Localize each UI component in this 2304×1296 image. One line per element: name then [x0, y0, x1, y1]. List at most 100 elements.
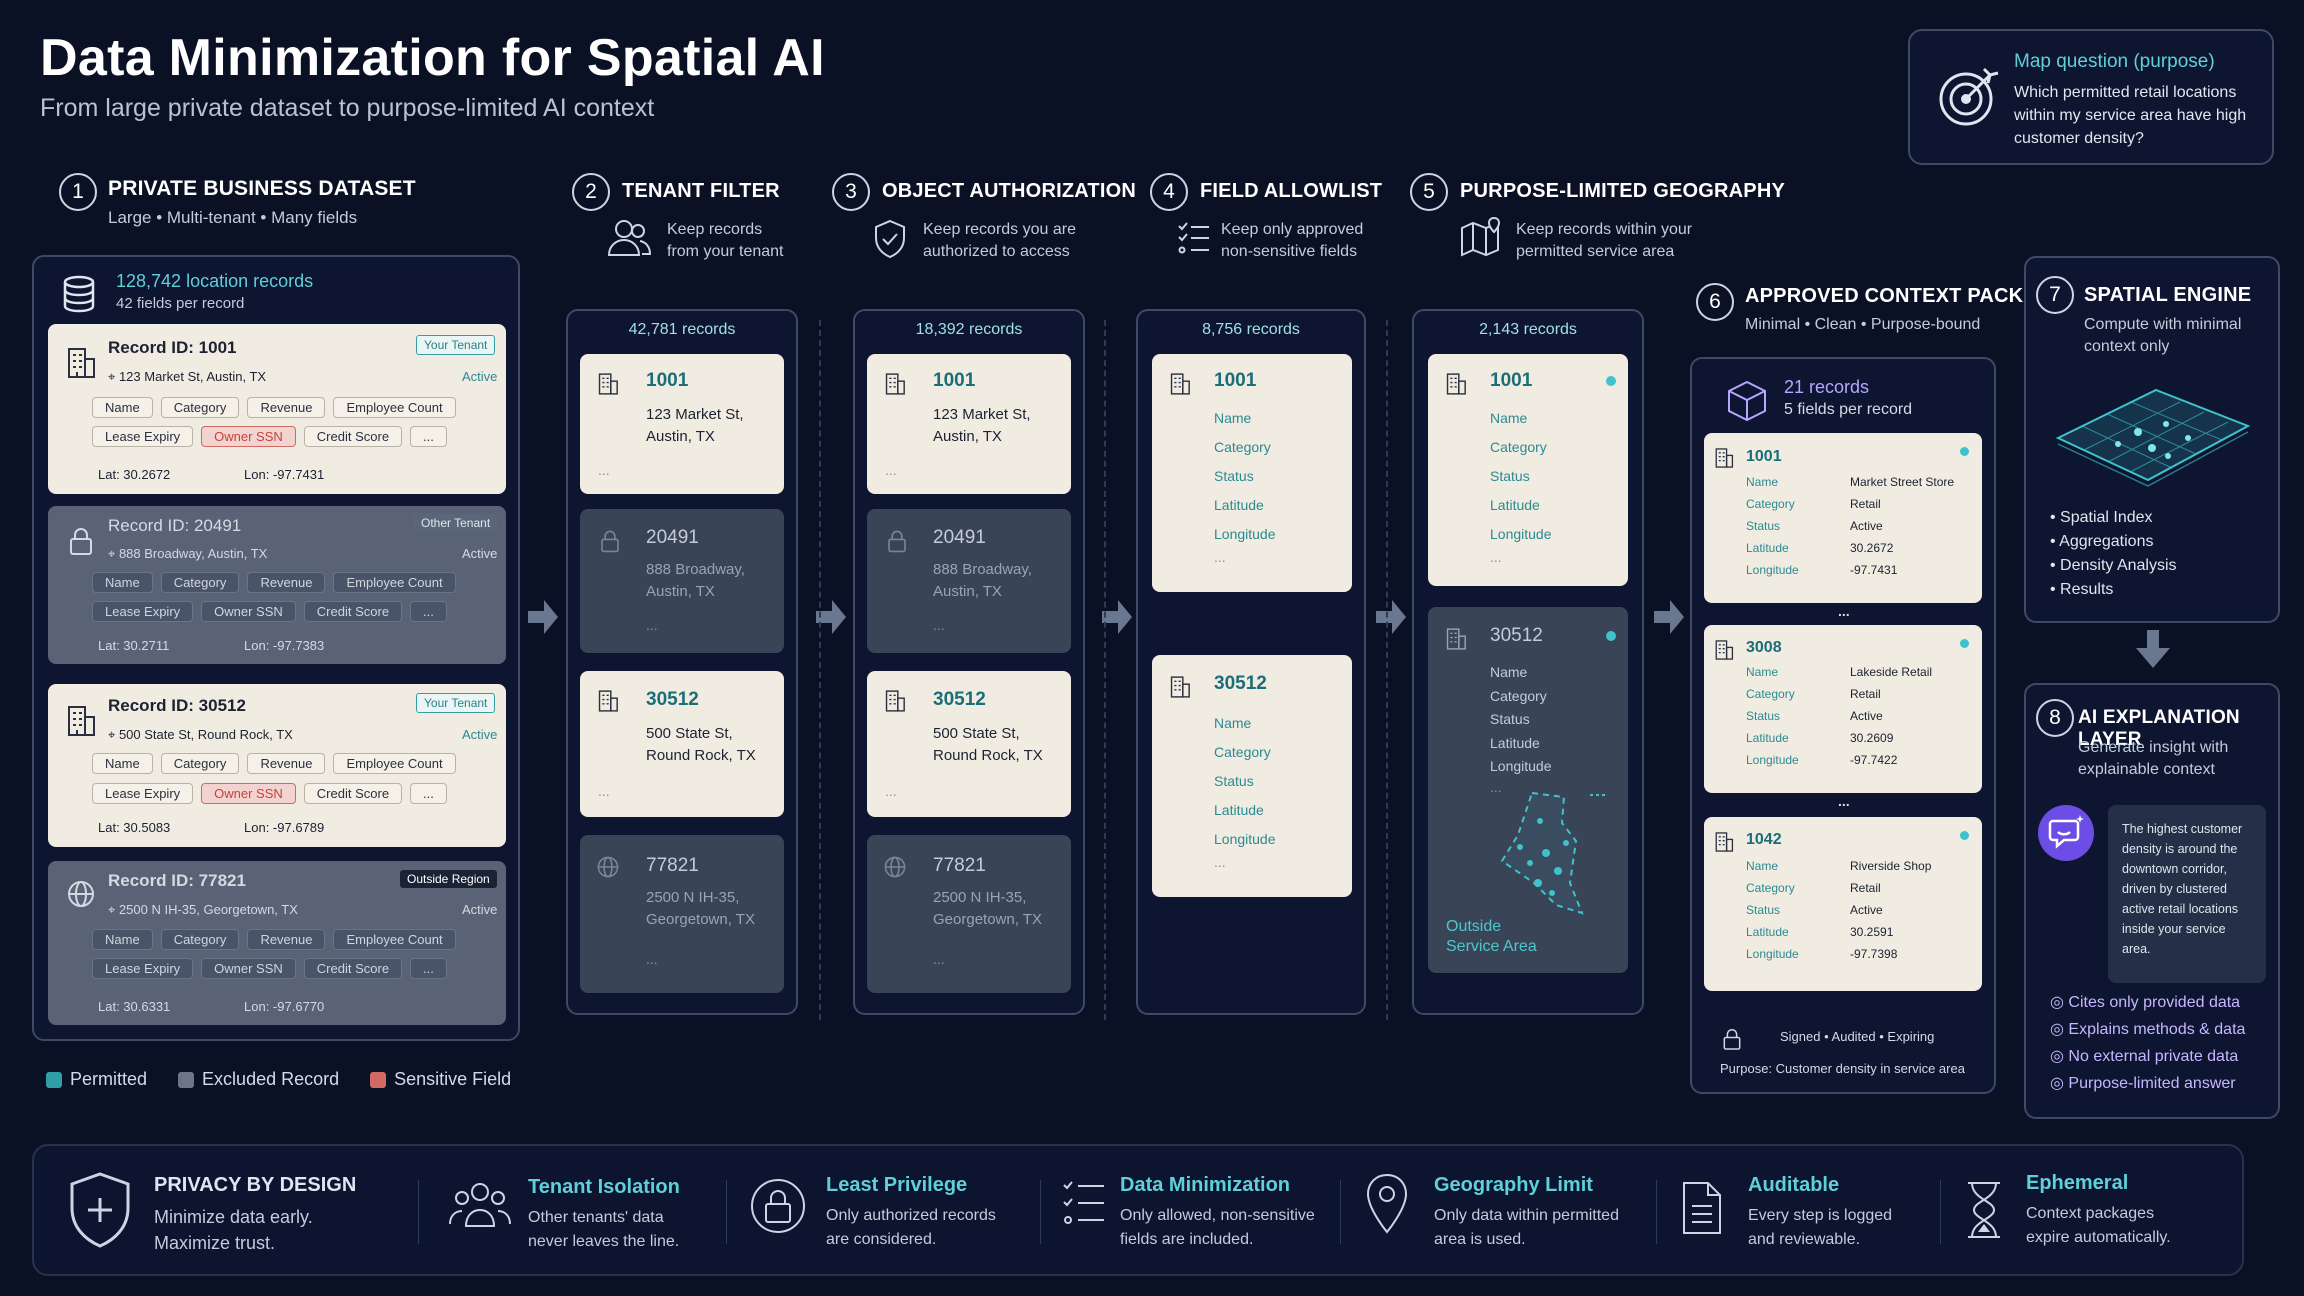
page-subtitle: From large private dataset to purpose-li…: [40, 94, 655, 122]
status-dot: [1606, 631, 1616, 641]
record-id: 1001: [1746, 448, 1782, 465]
record-address: ⌖ 888 Broadway, Austin, TX: [108, 546, 268, 561]
signed-audited-label: Signed • Audited • Expiring: [1780, 1029, 1935, 1044]
record-address: 123 Market St,Austin, TX: [933, 406, 1031, 445]
building-icon: [885, 690, 905, 712]
record-card-1001: 1001 123 Market St,Austin, TX ...: [867, 354, 1071, 494]
record-address: ⌖ 500 State St, Round Rock, TX: [108, 727, 293, 742]
record-id: 1001: [1214, 370, 1257, 391]
package-fields: 5 fields per record: [1784, 401, 1913, 418]
privacy-desc: Minimize data early.Maximize trust.: [154, 1207, 313, 1253]
building-icon: [68, 348, 95, 378]
record-id: 3008: [1746, 639, 1782, 656]
status-dot: [1960, 447, 1969, 456]
record-address: ⌖ 2500 N IH-35, Georgetown, TX: [108, 902, 298, 917]
principle-title: Least Privilege: [826, 1174, 968, 1196]
column-divider: [1104, 320, 1106, 1020]
column-divider: [1386, 320, 1388, 1020]
building-icon: [68, 706, 95, 736]
record-address: 500 State St,Round Rock, TX: [933, 725, 1043, 764]
step-7-title: SPATIAL ENGINE: [2084, 284, 2252, 306]
step-3-title: OBJECT AUTHORIZATION: [882, 180, 1136, 202]
pin-icon: ⌖: [108, 902, 119, 917]
building-icon: [598, 373, 618, 395]
owner-ssn-sensitive: Owner SSN: [201, 783, 296, 804]
record-count: 2,143 records: [1479, 321, 1577, 338]
principle-title: Ephemeral: [2026, 1172, 2129, 1194]
engine-list: • Spatial Index• Aggregations• Density A…: [2050, 509, 2177, 598]
map-pin-icon: [1461, 216, 1501, 257]
more-ellipsis: ...: [1838, 793, 1850, 809]
step-1-desc: Large • Multi-tenant • Many fields: [108, 208, 358, 227]
record-lat: Lat: 30.2711: [98, 638, 170, 653]
ai-explanation-panel: 8 AI EXPLANATION LAYER Generate insight …: [2024, 683, 2280, 1119]
check-item: ◎ Explains methods & data: [2050, 1021, 2246, 1038]
status-dot: [1960, 639, 1969, 648]
record-id: 77821: [646, 855, 699, 876]
principle-title: Tenant Isolation: [528, 1176, 680, 1198]
check-circle-icon: ◎: [2050, 1048, 2064, 1065]
shield-check-icon: [875, 219, 905, 259]
more-ellipsis: ...: [646, 951, 658, 967]
building-icon: [1170, 373, 1190, 395]
legend-sensitive: Sensitive Field: [370, 1069, 511, 1089]
lock-circle-icon: [751, 1179, 805, 1233]
record-address: 2500 N IH-35,Georgetown, TX: [933, 889, 1042, 928]
building-icon: [1715, 832, 1734, 852]
record-id: 77821: [933, 855, 986, 876]
record-lon: Lon: -97.7431: [244, 467, 325, 482]
arrow-right-icon: [1376, 600, 1406, 634]
record-id: 20491: [933, 527, 986, 548]
package-count: 21 records: [1784, 377, 1870, 397]
pin-icon: ⌖: [108, 727, 119, 742]
lock-icon: [70, 528, 92, 555]
record-card-1001: Record ID: 1001 Your Tenant ⌖ 123 Market…: [48, 324, 506, 494]
shield-plus-icon: [70, 1172, 130, 1248]
record-id: 30512: [1214, 673, 1267, 694]
building-icon: [1446, 628, 1466, 650]
record-id: 1001: [933, 370, 976, 391]
principle-title: Geography Limit: [1434, 1174, 1593, 1196]
record-id: 30512: [1490, 625, 1543, 646]
record-id: 1001: [1490, 370, 1533, 391]
check-item: ◎ Purpose-limited answer: [2050, 1075, 2236, 1092]
more-ellipsis: ...: [933, 951, 945, 967]
page-title: Data Minimization for Spatial AI: [40, 29, 825, 87]
more-ellipsis: ...: [933, 617, 945, 633]
record-count: 42,781 records: [628, 321, 736, 338]
record-lon: Lon: -97.7383: [244, 638, 325, 653]
team-icon: [449, 1183, 511, 1227]
status-dot: [1960, 831, 1969, 840]
record-card-20491: Record ID: 20491 Other Tenant ⌖ 888 Broa…: [48, 506, 506, 664]
service-area-map: [1500, 791, 1607, 915]
check-circle-icon: ◎: [2050, 994, 2064, 1011]
target-icon: [1939, 67, 1999, 126]
record-address: 500 State St,Round Rock, TX: [646, 725, 756, 764]
record-id: 30512: [646, 689, 699, 710]
column-divider: [819, 320, 821, 1020]
principle-title: Data Minimization: [1120, 1174, 1291, 1196]
record-card-20491-excluded: 20491 888 Broadway,Austin, TX ...: [580, 509, 784, 653]
record-card-30512: 30512 500 State St,Round Rock, TX ...: [580, 671, 784, 817]
record-lat: Lat: 30.2672: [98, 467, 171, 482]
building-icon: [1715, 448, 1734, 468]
more-ellipsis: ...: [885, 783, 897, 799]
tenant-tag: Other Tenant: [414, 514, 498, 532]
users-icon: [607, 220, 652, 256]
arrow-right-icon: [816, 600, 846, 634]
